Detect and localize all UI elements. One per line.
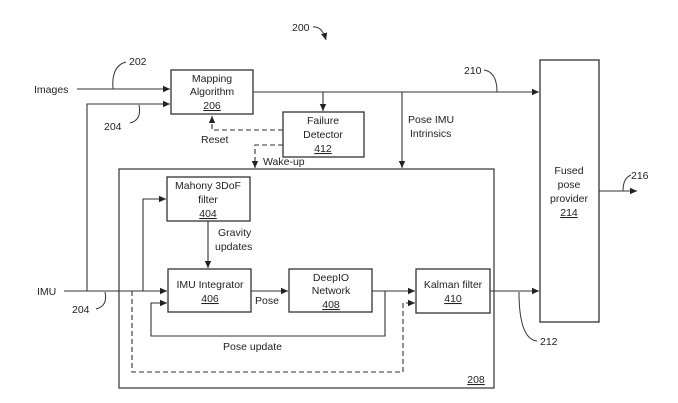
images-ref-label: 202 xyxy=(129,56,147,68)
imu-bottom-ref-leader xyxy=(95,291,107,310)
svg-text:provider: provider xyxy=(550,193,588,205)
svg-text:412: 412 xyxy=(314,143,332,155)
kalman-output-ref-label: 212 xyxy=(540,336,558,348)
subsystem-ref: 208 xyxy=(467,374,485,386)
svg-text:Failure: Failure xyxy=(307,115,339,127)
figure-ref-label: 200 xyxy=(292,22,310,34)
pose-imu-label-2: Intrinsics xyxy=(410,128,451,140)
svg-text:IMU Integrator: IMU Integrator xyxy=(176,279,244,291)
pose-label: Pose xyxy=(255,295,279,307)
imu-integrator-block: IMU Integrator 406 xyxy=(167,268,252,313)
svg-text:Algorithm: Algorithm xyxy=(190,86,235,98)
imu-to-mahony-line xyxy=(142,195,166,291)
svg-text:406: 406 xyxy=(201,293,219,305)
imu-bottom-ref-label: 204 xyxy=(72,304,90,316)
subsystem-container xyxy=(118,168,495,389)
imu-top-ref-leader xyxy=(129,104,141,124)
svg-text:Fused: Fused xyxy=(554,165,583,177)
svg-text:pose: pose xyxy=(558,179,581,191)
imu-top-ref-label: 204 xyxy=(104,121,122,133)
imu-to-kalman-dashed-line xyxy=(131,291,415,373)
reset-label: Reset xyxy=(201,134,229,146)
figure-ref-arrow xyxy=(312,26,328,41)
mahony-filter-block: Mahony 3DoF filter 404 xyxy=(166,176,251,222)
svg-text:408: 408 xyxy=(322,299,340,311)
imu-input-label: IMU xyxy=(37,286,56,298)
wakeup-label: Wake-up xyxy=(263,156,305,168)
fused-output-ref-leader xyxy=(622,174,632,192)
mapping-algorithm-block: Mapping Algorithm 206 xyxy=(170,69,254,115)
fused-output-ref-label: 216 xyxy=(631,170,649,182)
svg-text:410: 410 xyxy=(444,293,462,305)
reset-dashed-line xyxy=(208,116,283,131)
mapping-output-ref-label: 210 xyxy=(464,65,482,77)
images-ref-leader xyxy=(112,61,127,90)
svg-text:214: 214 xyxy=(560,207,578,219)
mapping-output-ref-leader xyxy=(483,69,498,93)
deepio-network-block: DeepIO Network 408 xyxy=(288,268,373,313)
svg-text:206: 206 xyxy=(203,100,221,112)
failure-detector-block: Failure Detector 412 xyxy=(282,111,365,158)
wakeup-dashed-line xyxy=(251,144,283,168)
svg-text:DeepIO: DeepIO xyxy=(313,272,349,284)
gravity-label-2: updates xyxy=(215,241,252,253)
svg-text:404: 404 xyxy=(199,208,217,220)
svg-text:filter: filter xyxy=(198,194,218,206)
svg-text:Detector: Detector xyxy=(303,129,343,141)
kalman-output-ref-leader xyxy=(518,291,538,342)
svg-text:Mapping: Mapping xyxy=(192,73,232,85)
fused-pose-provider-block: Fused pose provider 214 xyxy=(539,59,600,323)
kalman-filter-block: Kalman filter 410 xyxy=(415,268,491,314)
pose-update-loop-line xyxy=(150,291,386,337)
imu-to-mapping-line xyxy=(86,100,170,291)
pose-update-label: Pose update xyxy=(223,341,282,353)
svg-text:Mahony 3DoF: Mahony 3DoF xyxy=(175,180,241,192)
pose-imu-label-1: Pose IMU xyxy=(408,114,454,126)
svg-text:Kalman filter: Kalman filter xyxy=(424,279,483,291)
images-input-label: Images xyxy=(34,84,68,96)
svg-text:Network: Network xyxy=(312,285,351,297)
gravity-label-1: Gravity xyxy=(218,227,252,239)
